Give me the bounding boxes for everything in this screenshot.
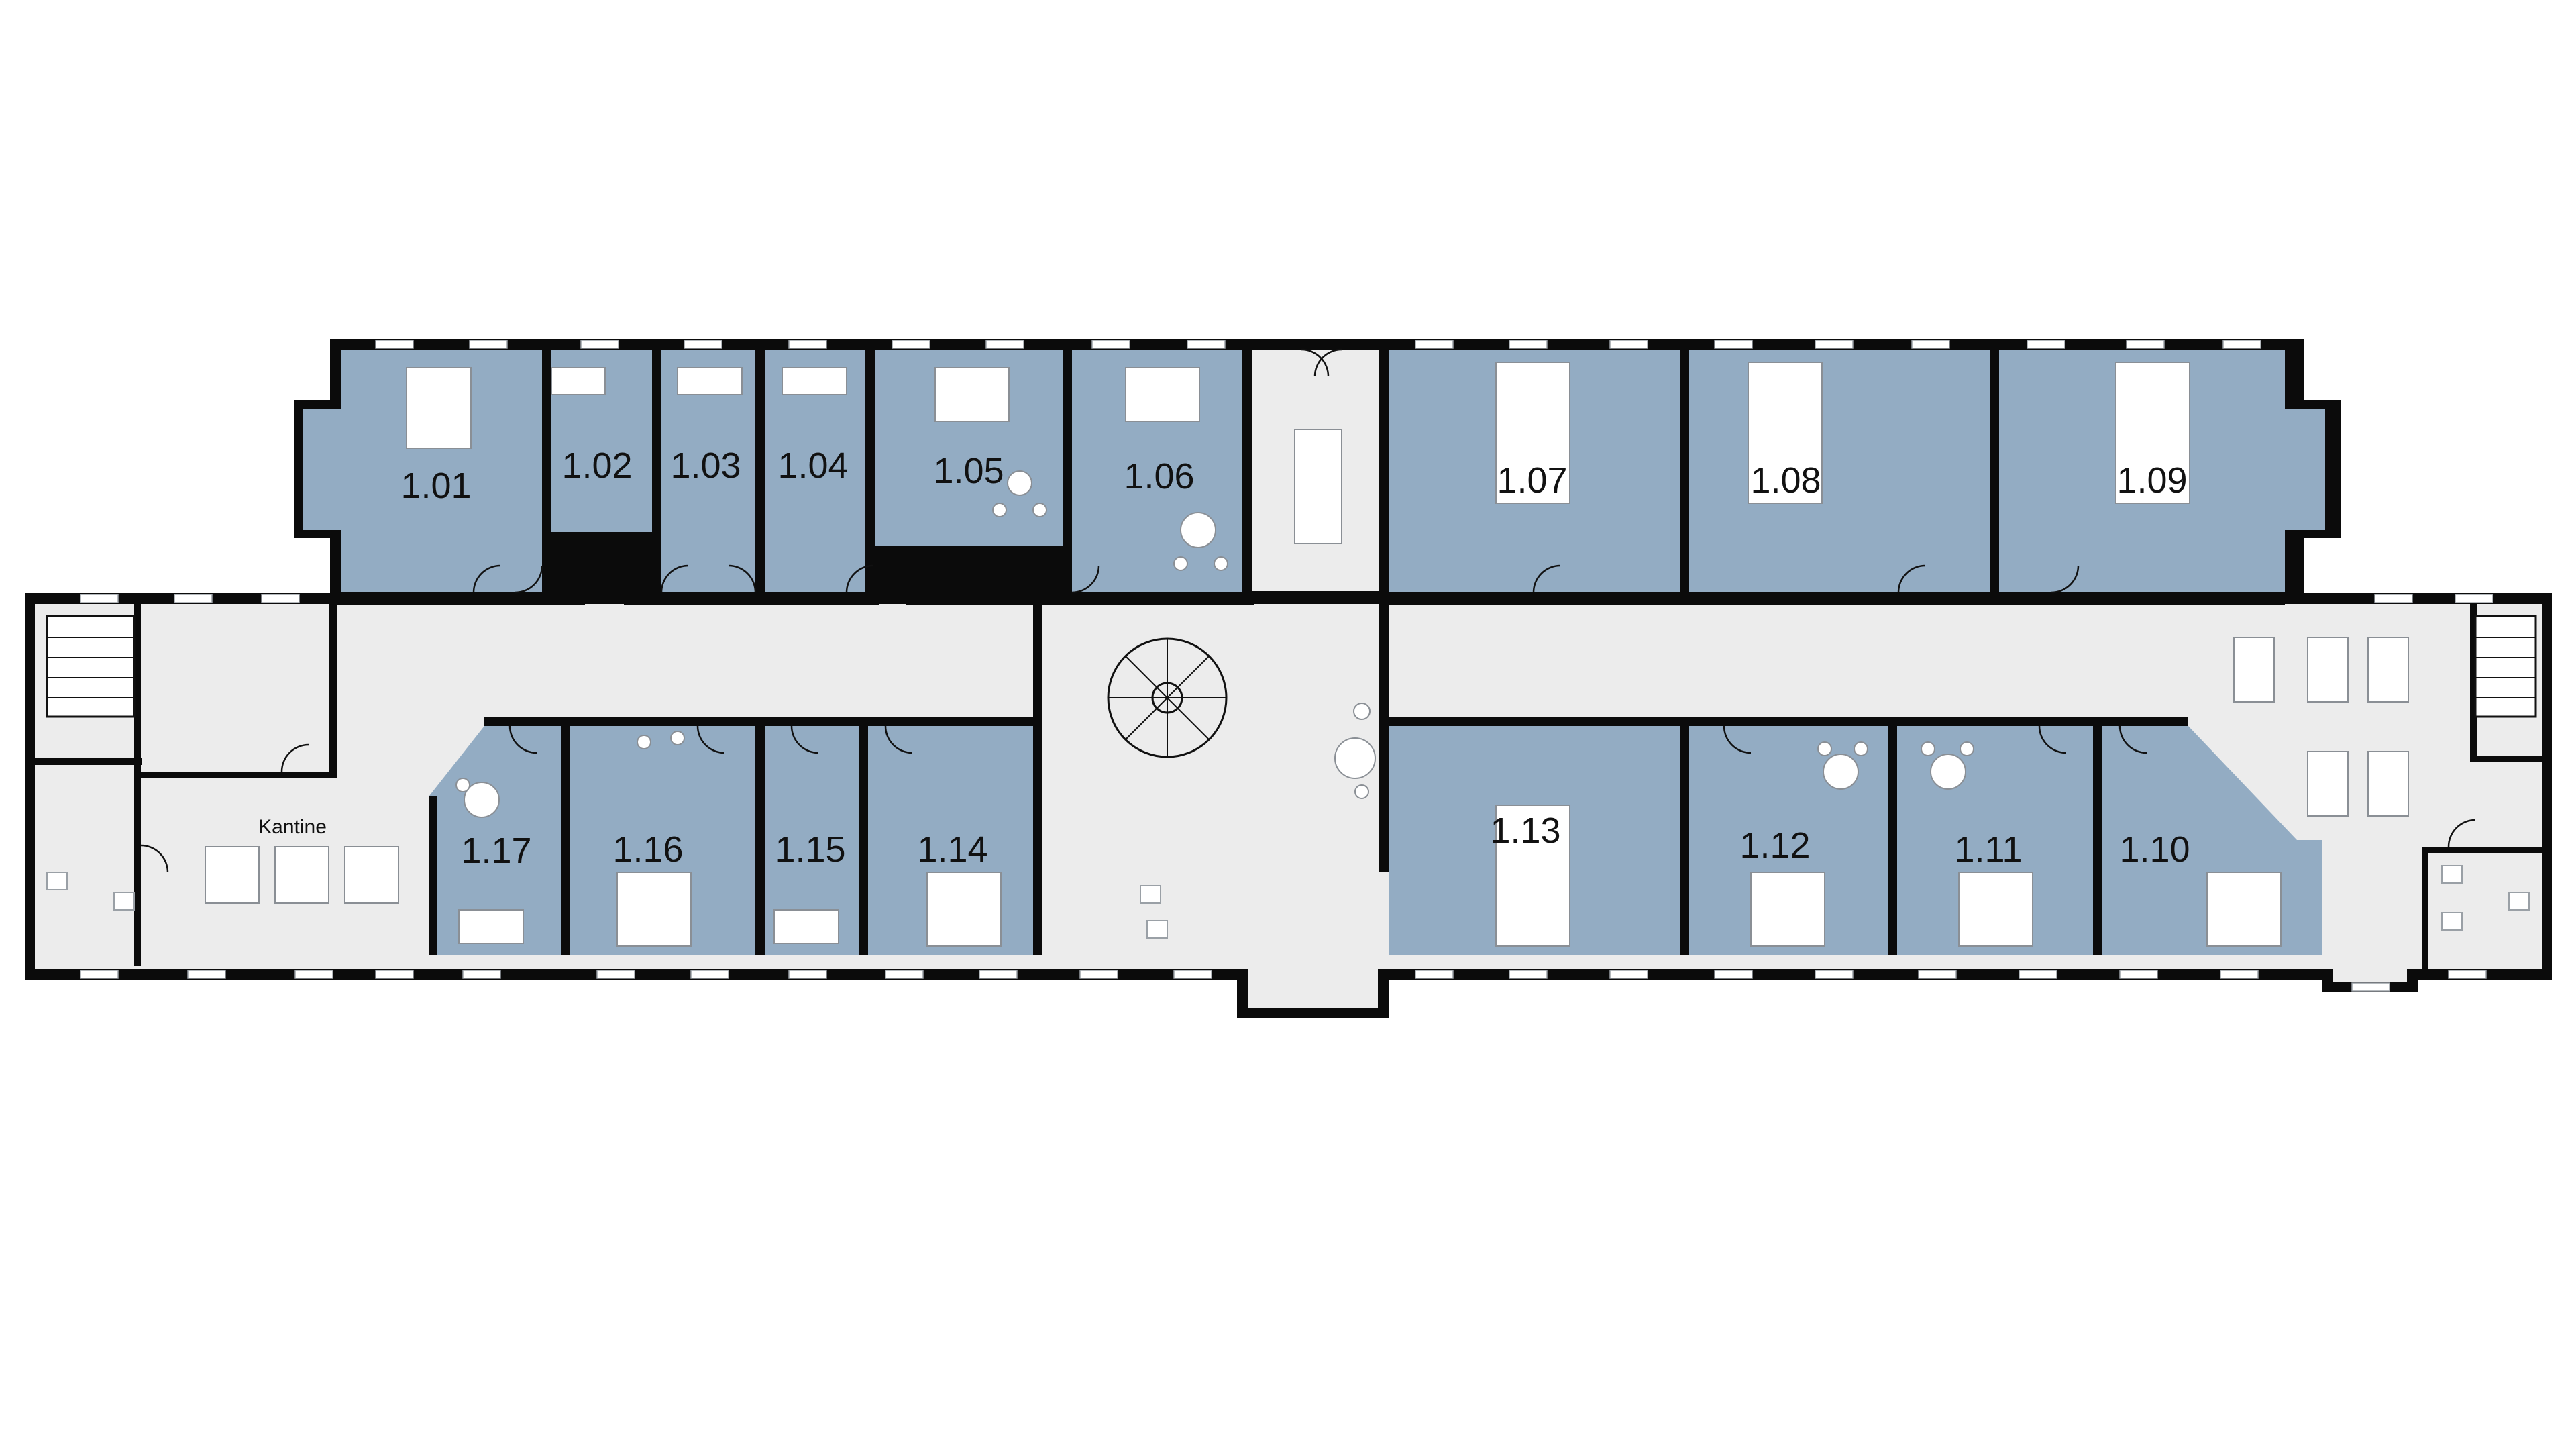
room-label-1-10: 1.10 <box>2119 829 2190 870</box>
interior-walls <box>35 350 2542 969</box>
room-label-1-05: 1.05 <box>933 451 1004 491</box>
room-label-1-03: 1.03 <box>670 446 741 486</box>
room-label-1-09: 1.09 <box>2116 460 2187 501</box>
desks <box>205 362 2409 947</box>
room-label-1-15: 1.15 <box>775 829 845 870</box>
spiral-staircase <box>1107 637 1228 758</box>
room-1-08 <box>1689 350 1990 592</box>
doors <box>140 348 2476 873</box>
room-label-1-01: 1.01 <box>400 466 471 506</box>
staircase-east <box>2474 615 2537 718</box>
room-label-1-08: 1.08 <box>1750 460 1821 501</box>
canteen-label: Kantine <box>258 816 327 838</box>
room-label-1-16: 1.16 <box>612 829 683 870</box>
room-label-1-02: 1.02 <box>561 446 632 486</box>
round-tables <box>455 470 1974 818</box>
windows <box>80 340 2493 992</box>
room-labels: 1.01 1.02 1.03 1.04 1.05 1.06 1.07 1.08 … <box>258 446 2190 871</box>
sanitary-fixtures <box>46 865 2530 939</box>
room-label-1-11: 1.11 <box>1954 829 2022 870</box>
room-label-1-07: 1.07 <box>1497 460 1567 501</box>
room-label-1-17: 1.17 <box>461 831 531 871</box>
room-label-1-13: 1.13 <box>1490 811 1560 851</box>
room-label-1-04: 1.04 <box>777 446 848 486</box>
room-label-1-14: 1.14 <box>917 829 987 870</box>
room-label-1-06: 1.06 <box>1124 456 1194 497</box>
staircase-west <box>46 615 136 718</box>
north-offices <box>303 350 2325 592</box>
room-label-1-12: 1.12 <box>1739 825 1810 866</box>
